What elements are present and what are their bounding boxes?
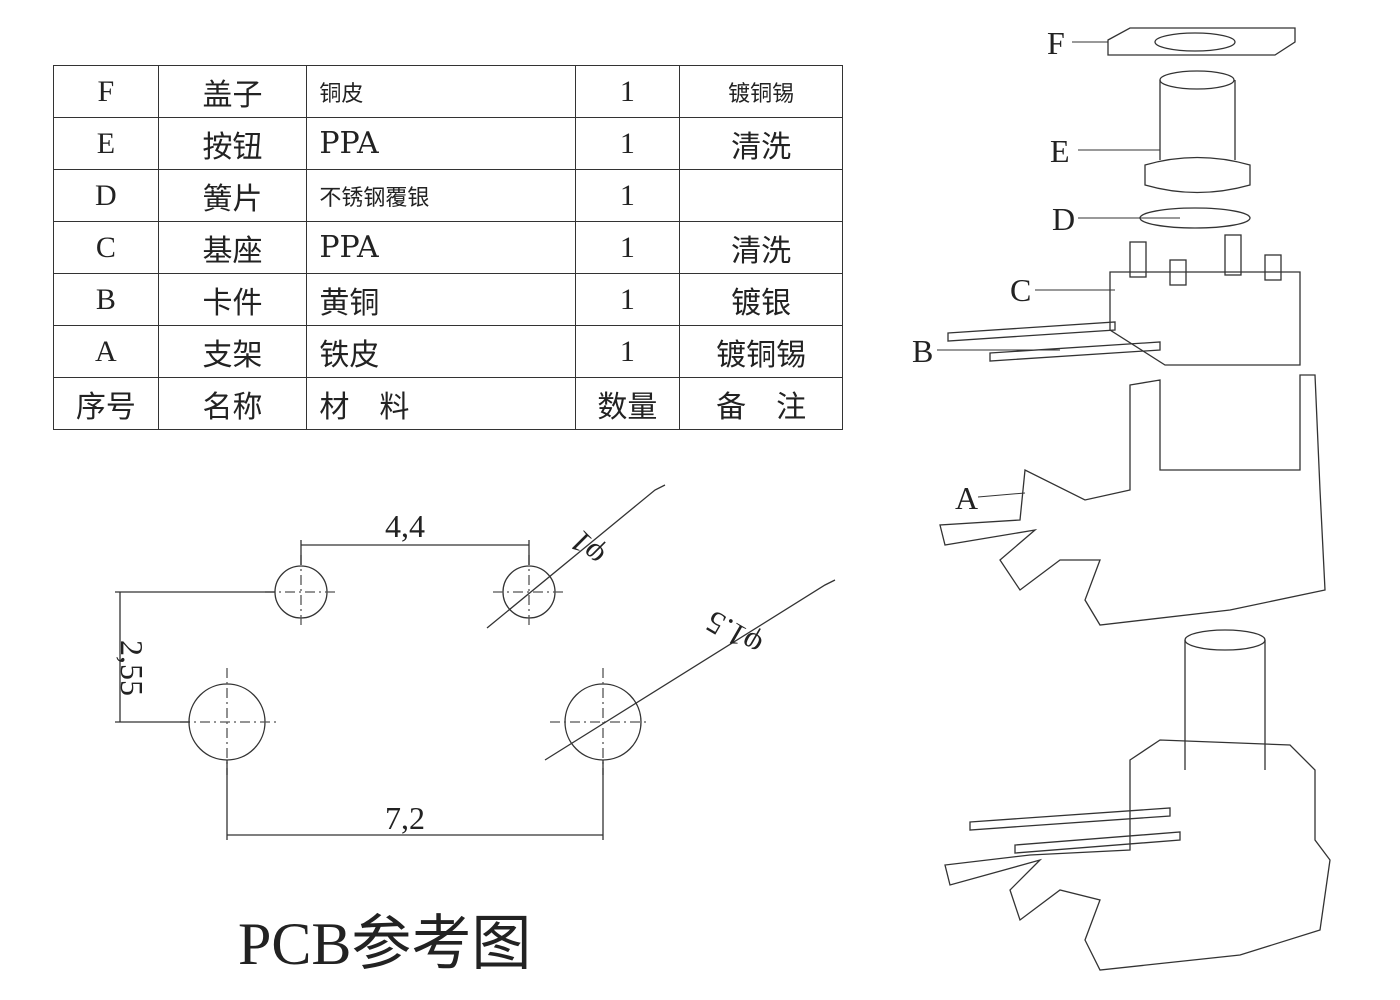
cell-note: 镀银: [679, 273, 843, 326]
cell-material: 铜皮: [306, 65, 576, 118]
dim-7-2: 7,2: [385, 800, 425, 836]
part-b-terminals: [947, 321, 1161, 362]
cell-note: 备 注: [679, 377, 843, 430]
dimension-lines: [115, 484, 836, 840]
label-d: D: [1052, 201, 1076, 237]
cell-qty: 1: [574, 325, 681, 378]
label-a: A: [955, 480, 979, 516]
cell-note: 镀铜锡: [679, 325, 843, 378]
part-c-base: [1109, 271, 1301, 366]
cell-material: PPA: [306, 117, 576, 170]
table-row: 序号名称材 料数量备 注: [53, 377, 843, 430]
cell-qty: 1: [574, 117, 681, 170]
label-f: F: [1047, 25, 1065, 61]
cell-material: 材 料: [306, 377, 576, 430]
cell-id: D: [53, 169, 159, 222]
cell-note: 清洗: [679, 117, 843, 170]
part-f-cover: [1107, 27, 1296, 56]
cell-name: 基座: [157, 221, 308, 274]
part-a-bracket: [939, 374, 1326, 626]
cell-id: C: [53, 221, 159, 274]
cell-qty: 1: [574, 65, 681, 118]
cell-material: 不锈钢覆银: [306, 169, 576, 222]
cell-material: 铁皮: [306, 325, 576, 378]
exploded-view: [937, 27, 1331, 971]
dim-4-4: 4,4: [385, 508, 425, 544]
cell-qty: 1: [574, 221, 681, 274]
cell-name: 盖子: [157, 65, 308, 118]
dim-2-55: 2,55: [114, 640, 150, 696]
cell-id: E: [53, 117, 159, 170]
cell-name: 名称: [157, 377, 308, 430]
cell-material: PPA: [306, 221, 576, 274]
label-b: B: [912, 333, 934, 369]
pcb-holes: [188, 565, 642, 761]
cell-note: 清洗: [679, 221, 843, 274]
cell-id: A: [53, 325, 159, 378]
cell-name: 支架: [157, 325, 308, 378]
label-c: C: [1010, 272, 1032, 308]
cell-qty: 数量: [574, 377, 681, 430]
pcb-title: PCB参考图: [238, 911, 532, 977]
cell-id: F: [53, 65, 159, 118]
part-e-button: [1144, 156, 1251, 194]
cell-note: 镀铜锡: [679, 65, 843, 118]
cell-name: 卡件: [157, 273, 308, 326]
cell-id: 序号: [53, 377, 159, 430]
cell-note: [679, 169, 843, 222]
label-e: E: [1050, 133, 1070, 169]
assembled-switch: [944, 739, 1331, 971]
cell-qty: 1: [574, 169, 681, 222]
